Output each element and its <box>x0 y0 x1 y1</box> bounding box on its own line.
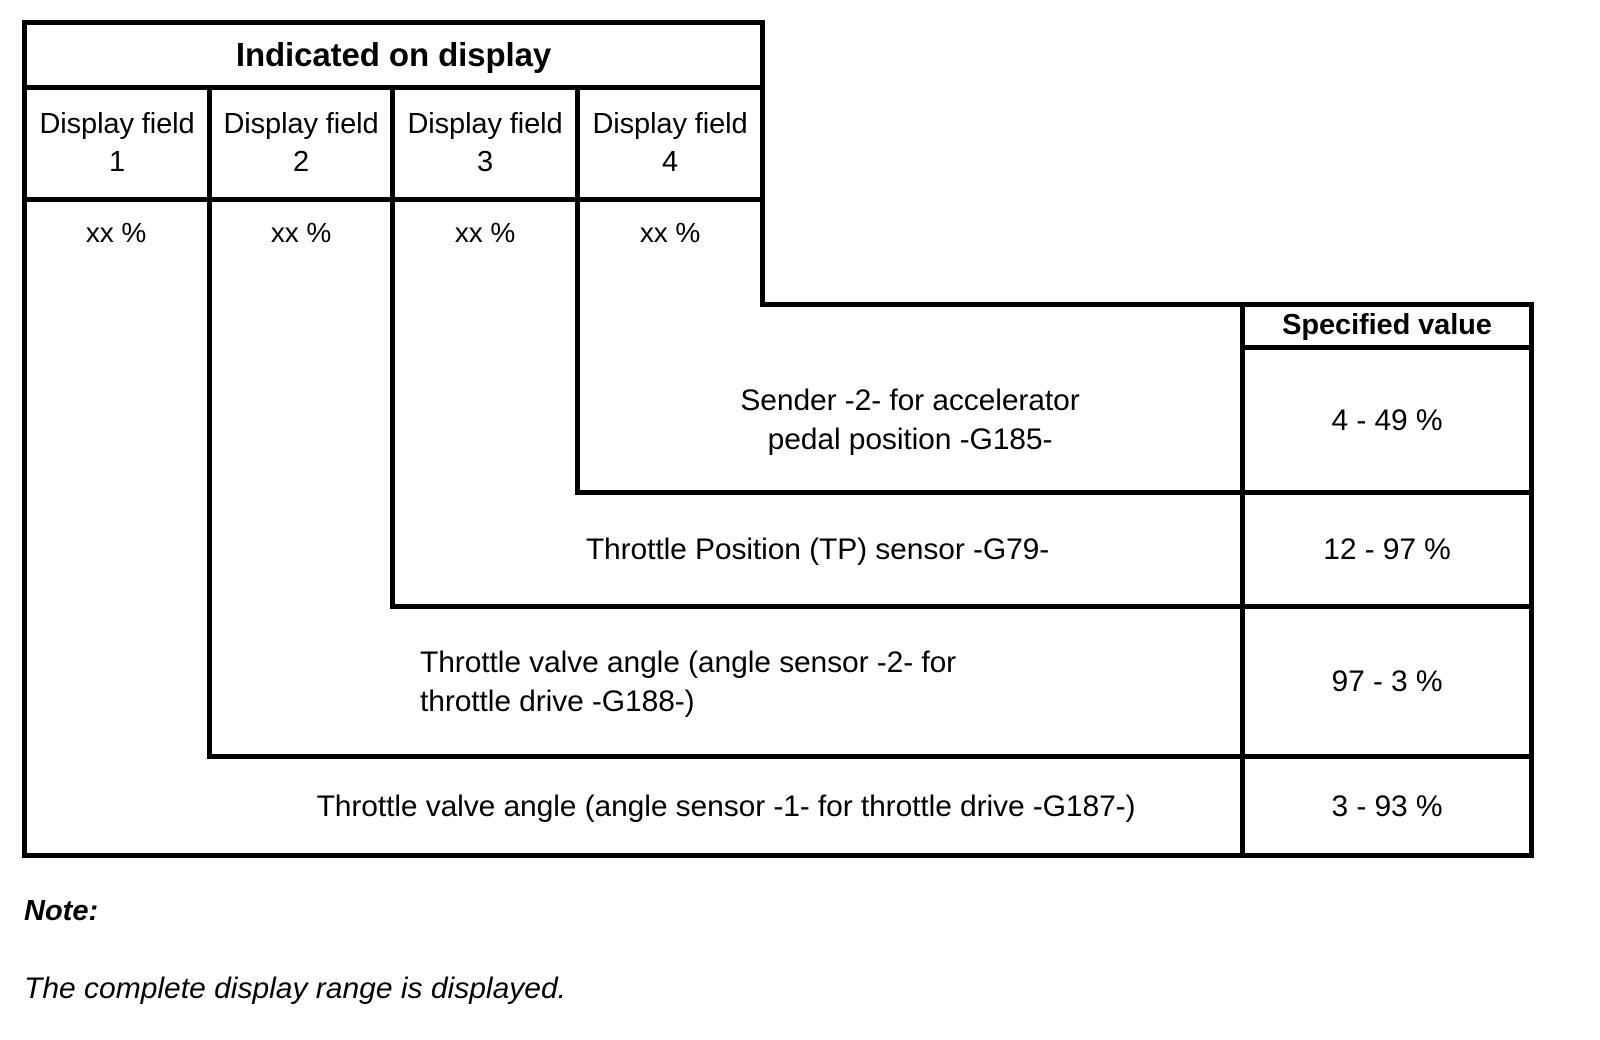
row-specified-value-g188: 97 - 3 % <box>1331 665 1443 698</box>
display-field-value-2: xx % <box>270 217 332 248</box>
rule-g188-g187 <box>207 754 1534 759</box>
note-label: Note: <box>24 895 99 927</box>
display-field-header-1: Display field 1 <box>39 108 195 178</box>
step-rule-top-right <box>765 302 1534 307</box>
row-description-g79: Throttle Position (TP) sensor -G79- <box>585 533 1050 566</box>
display-field-header-2: Display field 2 <box>223 108 379 178</box>
specified-value-header: Specified value <box>1282 309 1492 342</box>
row-description-g188: Throttle valve angle (angle sensor -2- f… <box>420 645 957 718</box>
row-description-g187: Throttle valve angle (angle sensor -1- f… <box>316 789 1136 823</box>
rule-under-spec-header <box>1240 345 1534 350</box>
border-bottom <box>22 853 1534 858</box>
table-title: Indicated on display <box>235 35 552 73</box>
display-field-header-3: Display field 3 <box>407 108 563 178</box>
rule-g185-g79 <box>575 490 1534 495</box>
divider-col4-right <box>760 20 765 307</box>
row-description-g185: Sender -2- for accelerator pedal positio… <box>740 384 1080 456</box>
row-specified-value-g187: 3 - 93 % <box>1331 789 1443 823</box>
display-field-value-1: xx % <box>85 217 147 248</box>
row-specified-value-g79: 12 - 97 % <box>1323 533 1451 566</box>
display-field-header-4: Display field 4 <box>592 108 748 178</box>
border-right <box>1529 302 1534 858</box>
border-left <box>22 20 27 858</box>
divider-col1 <box>207 85 212 759</box>
divider-spec-column <box>1240 302 1245 858</box>
display-field-value-3: xx % <box>454 217 516 248</box>
rule-g79-g188 <box>390 604 1534 609</box>
display-field-value-4: xx % <box>639 217 701 248</box>
divider-col2 <box>390 85 395 609</box>
note-text: The complete display range is displayed. <box>24 972 566 1005</box>
divider-col3 <box>575 85 580 495</box>
border-top <box>22 20 765 25</box>
row-specified-value-g185: 4 - 49 % <box>1331 403 1443 437</box>
